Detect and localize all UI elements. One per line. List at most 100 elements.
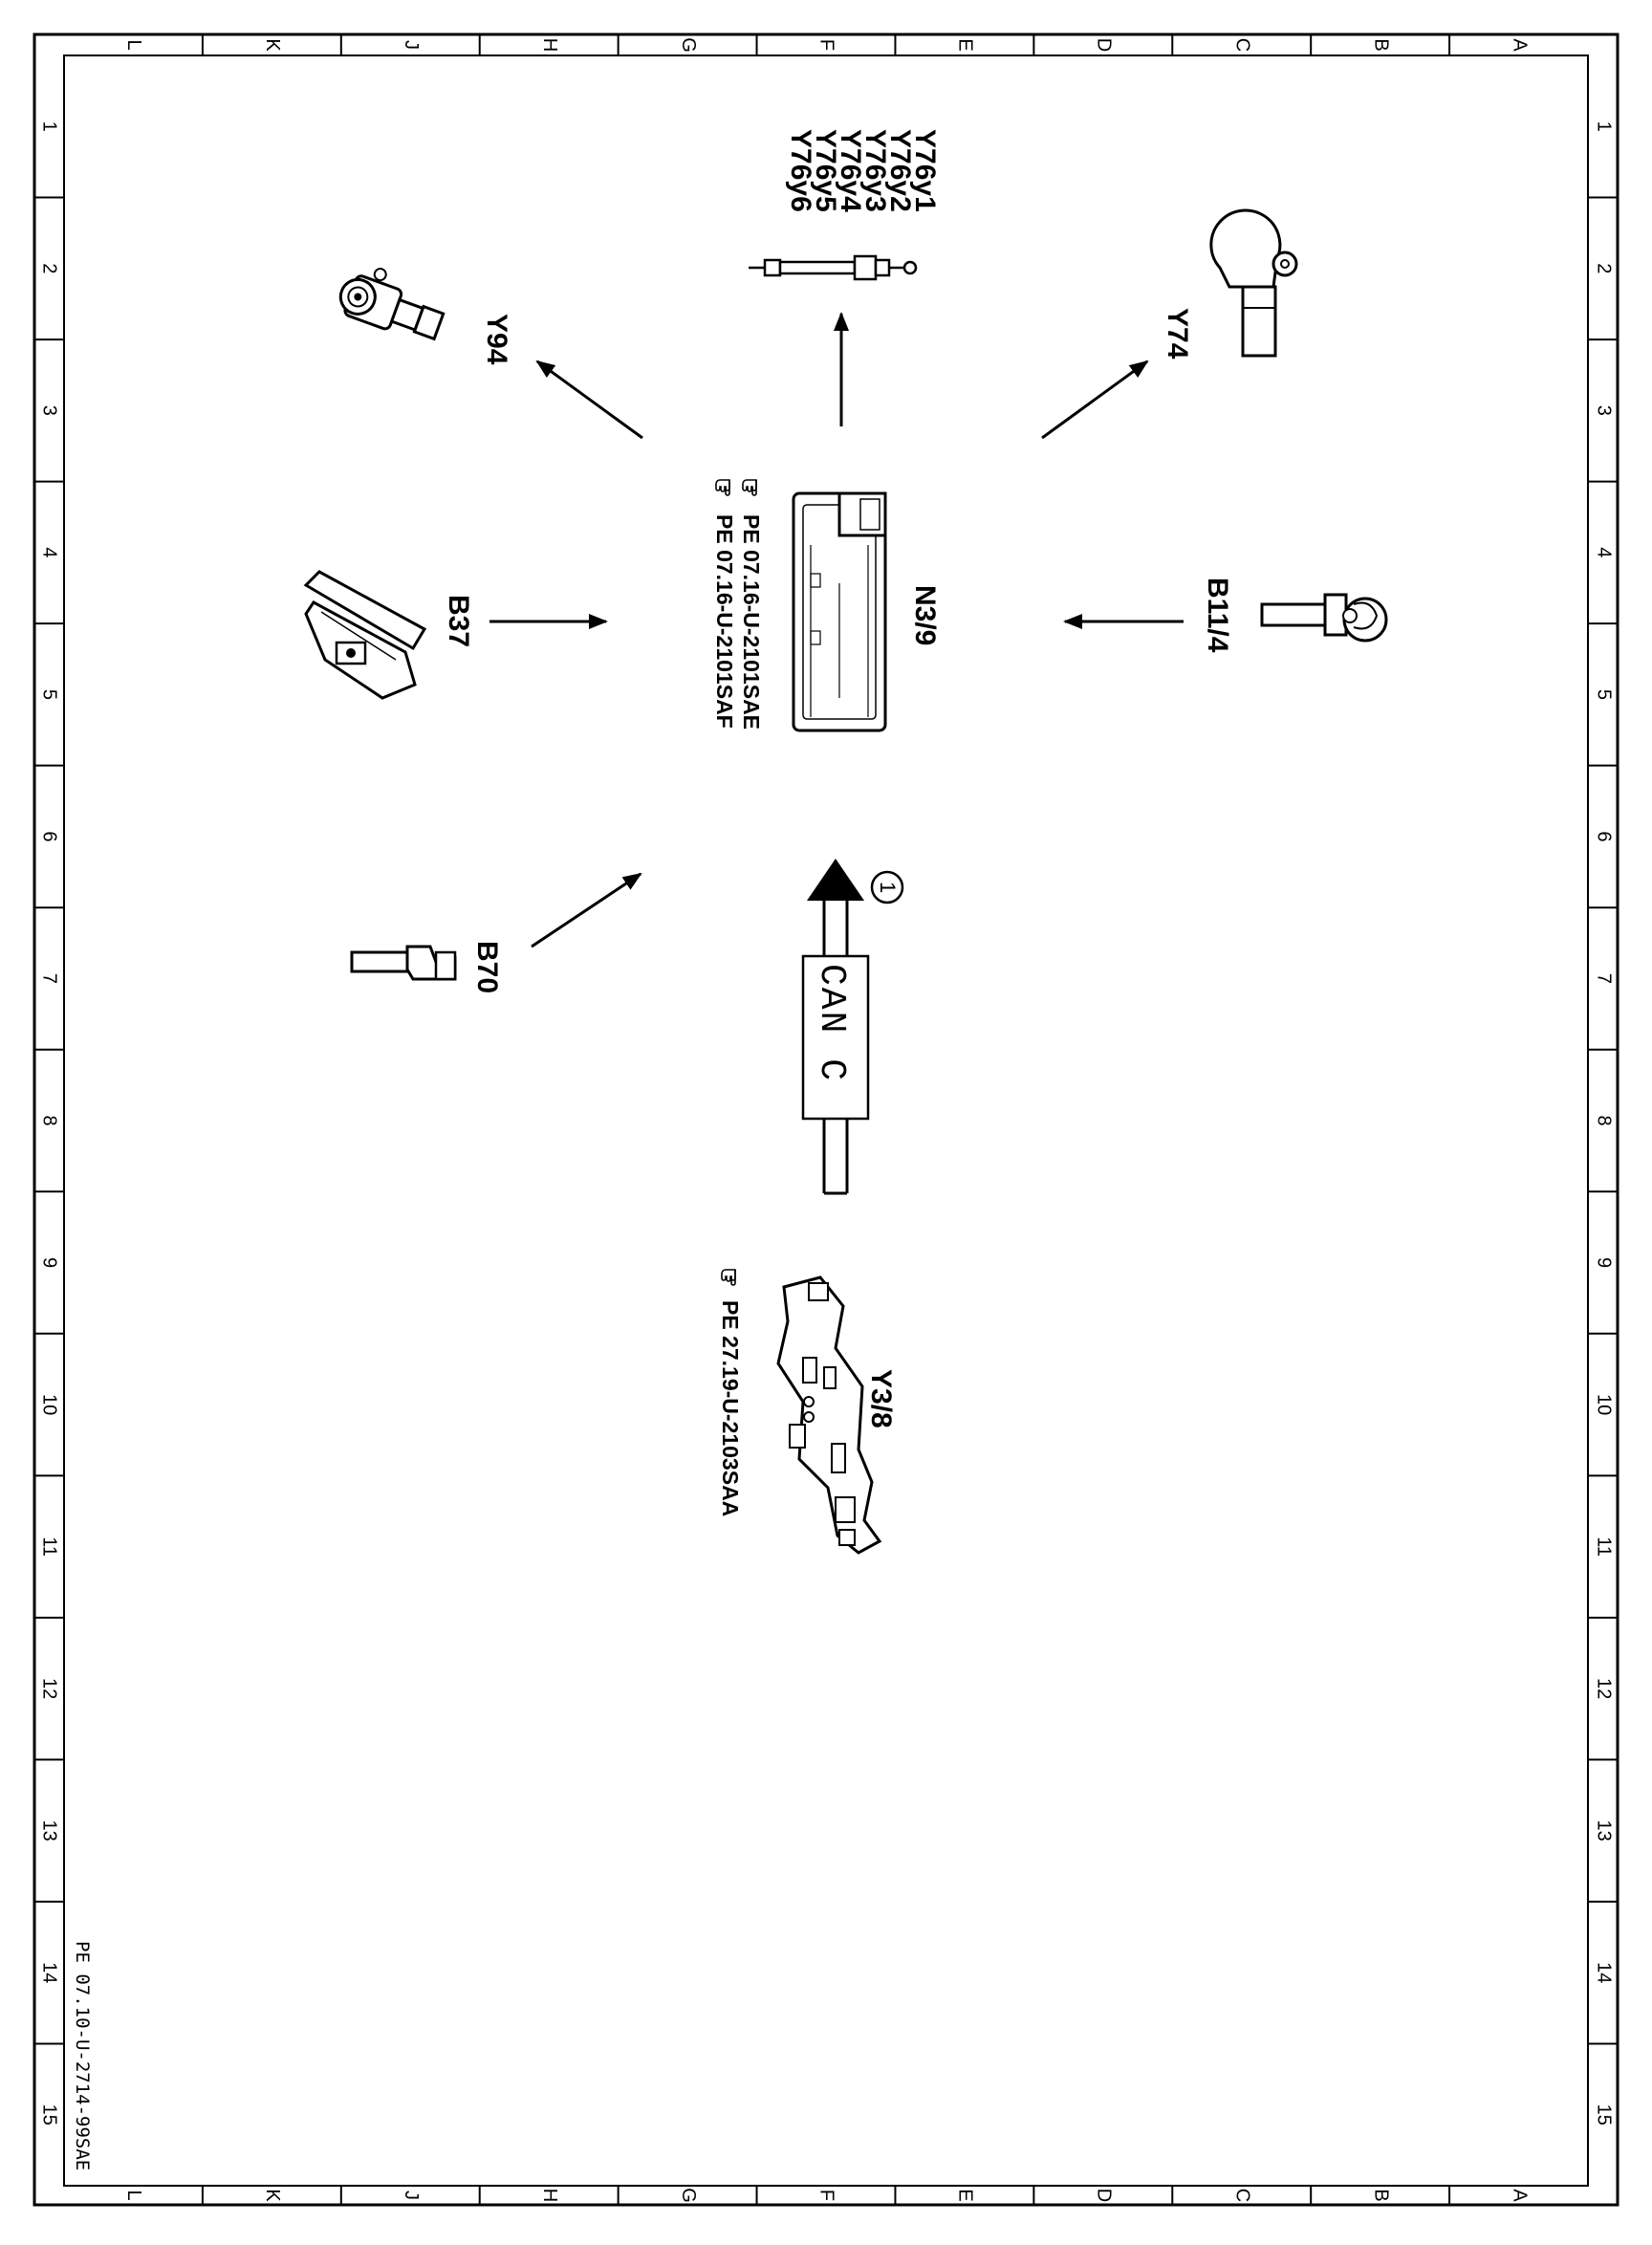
- grid-row-label: 3: [1594, 405, 1615, 416]
- b11-4-label: B11/4: [1202, 578, 1233, 653]
- injectors-y76[interactable]: Y76y1 Y76y2 Y76y3 Y76y4 Y76y5 Y76y6: [749, 129, 941, 281]
- grid-column-label: H: [539, 38, 560, 52]
- grid-row-label: 12: [39, 1678, 60, 1699]
- grid-row-label: 2: [1594, 263, 1615, 273]
- ecu-label: N3/9: [909, 585, 941, 645]
- grid-column-label: J: [401, 2191, 422, 2200]
- grid-column-label: L: [123, 39, 144, 50]
- grid-row-label: 13: [39, 1820, 60, 1842]
- injector-label-3: Y76y3: [859, 129, 891, 212]
- drawing-frame: [33, 33, 1619, 2207]
- grid-column-label: D: [1094, 38, 1115, 52]
- grid-row-label: 6: [39, 831, 60, 841]
- grid-column-label: J: [401, 40, 422, 50]
- can-c-bus[interactable]: CAN C 1: [801, 859, 904, 1195]
- grid-column-label: A: [1509, 38, 1530, 52]
- grid-row-label: 9: [39, 1257, 60, 1268]
- grid-row-label: 8: [1594, 1115, 1615, 1125]
- grid-row-label: 15: [1594, 2104, 1615, 2125]
- ecu-n3-9[interactable]: N3/9 PE 07.16-U-2101SAE PE 07.16-U-2101S…: [712, 479, 941, 732]
- grid-row-label: 4: [39, 547, 60, 557]
- grid-row-label: 1: [1594, 121, 1615, 132]
- ecu-reference-2[interactable]: PE 07.16-U-2101SAF: [712, 514, 737, 729]
- y3-8-reference[interactable]: PE 27.19-U-2103SAA: [718, 1300, 743, 1516]
- signal-arrows: [489, 312, 1184, 948]
- transmission-control-unit-icon: [776, 1275, 882, 1555]
- grid-row-label: 5: [1594, 689, 1615, 700]
- grid-column-label: H: [539, 2189, 560, 2202]
- grid-row-label: 5: [39, 689, 60, 700]
- arrow-from-b70: [531, 872, 642, 948]
- arrow-to-y94: [535, 360, 643, 440]
- ecu-reference-1[interactable]: PE 07.16-U-2101SAE: [739, 514, 764, 730]
- y74-label: Y74: [1162, 308, 1193, 360]
- y3-8-label: Y3/8: [865, 1369, 897, 1428]
- b70-label: B70: [471, 941, 503, 993]
- grid-column-label: B: [1370, 38, 1391, 51]
- grid-column-label: F: [816, 39, 837, 51]
- grid-row-label: 11: [39, 1537, 60, 1557]
- component-y3-8[interactable]: Y3/8 PE 27.19-U-2103SAA: [718, 1269, 897, 1555]
- grid-row-label: 1: [39, 121, 60, 132]
- component-b37[interactable]: B37: [303, 570, 474, 700]
- injector-label-2: Y76y2: [884, 129, 916, 212]
- grid-column-label: D: [1094, 2189, 1115, 2202]
- grid-column-label: C: [1231, 38, 1252, 52]
- temperature-sensor-icon: [1260, 593, 1388, 643]
- pointing-hand-icon: [742, 479, 757, 496]
- grid-row-label: 2: [39, 263, 60, 273]
- component-b70[interactable]: B70: [350, 941, 503, 993]
- injector-label-5: Y76y5: [810, 129, 841, 212]
- solenoid-valve-icon: [1209, 208, 1298, 358]
- grid-row-label: 6: [1594, 831, 1615, 841]
- injector-label-4: Y76y4: [835, 129, 866, 212]
- can-bus-marker[interactable]: 1: [870, 870, 904, 905]
- pointing-hand-icon: [715, 479, 730, 496]
- crankshaft-sensor-icon: [350, 945, 457, 981]
- grid-row-label: 3: [39, 405, 60, 416]
- grid-row-label: 14: [1594, 1962, 1615, 1983]
- grid-row-label: 10: [1594, 1394, 1615, 1415]
- arrow-to-y74: [1041, 360, 1149, 440]
- grid-row-label: 8: [39, 1115, 60, 1125]
- component-y74[interactable]: Y74: [1162, 208, 1298, 360]
- grid-column-label: A: [1509, 2189, 1530, 2202]
- grid-column-label: K: [262, 2189, 283, 2202]
- pointing-hand-icon: [721, 1269, 736, 1286]
- grid-row-label: 7: [1594, 973, 1615, 984]
- grid-column-label: E: [955, 2189, 976, 2201]
- document-id: PE 07.10-U-2714-99SAE: [72, 1941, 93, 2170]
- grid-row-label: 13: [1594, 1820, 1615, 1842]
- grid-ticks: [34, 34, 1618, 2205]
- grid-column-label: G: [678, 2188, 699, 2203]
- b37-label: B37: [443, 595, 474, 647]
- component-y94[interactable]: Y94: [335, 258, 512, 365]
- grid-row-label: 9: [1594, 1257, 1615, 1268]
- grid-row-label: 12: [1594, 1678, 1615, 1699]
- grid-row-label: 14: [39, 1962, 60, 1983]
- y94-label: Y94: [481, 314, 512, 365]
- injector-label-1: Y76y1: [909, 129, 941, 212]
- can-bus-arrowhead: [807, 859, 864, 901]
- grid-column-label: C: [1231, 2189, 1252, 2202]
- grid-column-label: B: [1370, 2189, 1391, 2201]
- grid-row-label: 11: [1594, 1537, 1615, 1557]
- ecu-module-icon: [792, 491, 887, 732]
- can-bus-marker-number: 1: [876, 882, 900, 893]
- grid-column-label: L: [123, 2190, 144, 2200]
- grid-column-label: K: [262, 38, 283, 52]
- component-b11-4[interactable]: B11/4: [1202, 578, 1388, 653]
- grid-column-label: G: [678, 37, 699, 53]
- grid-column-label: E: [955, 38, 976, 51]
- grid-row-label: 7: [39, 973, 60, 984]
- grid-row-label: 4: [1594, 547, 1615, 557]
- injector-label-6: Y76y6: [785, 129, 816, 212]
- grid-row-label: 15: [39, 2104, 60, 2125]
- grid-row-label: 10: [39, 1394, 60, 1415]
- grid-column-label: F: [816, 2190, 837, 2201]
